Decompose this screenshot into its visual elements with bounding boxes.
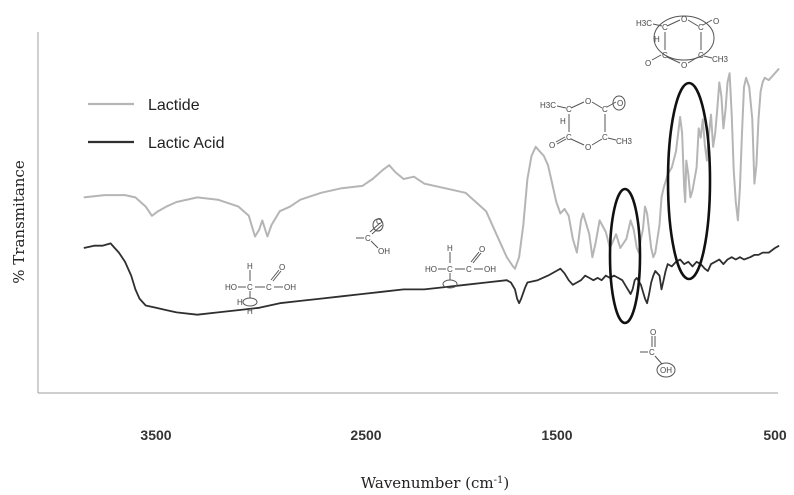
svg-text:CH3: CH3 bbox=[712, 55, 729, 64]
svg-text:H: H bbox=[560, 117, 566, 126]
svg-text:O: O bbox=[585, 97, 591, 106]
svg-text:H: H bbox=[447, 244, 453, 253]
svg-text:CH3: CH3 bbox=[616, 137, 633, 146]
series-layer bbox=[83, 67, 780, 316]
svg-text:C: C bbox=[602, 133, 608, 142]
svg-text:C: C bbox=[662, 23, 668, 32]
svg-text:C: C bbox=[266, 283, 272, 292]
x-tick-label: 1500 bbox=[541, 427, 572, 443]
annotation-ellipse bbox=[666, 81, 712, 281]
svg-text:OH: OH bbox=[284, 283, 296, 292]
carboxyl-group-structure: C O OH bbox=[356, 217, 390, 256]
svg-text:C: C bbox=[466, 265, 472, 274]
svg-text:OH: OH bbox=[660, 366, 672, 375]
svg-text:O: O bbox=[617, 99, 623, 108]
svg-text:C: C bbox=[566, 133, 572, 142]
svg-text:O: O bbox=[479, 245, 485, 254]
lactic-acid-structure: HO C H C O OH bbox=[425, 244, 496, 289]
series-line-lactide bbox=[83, 67, 780, 270]
legend-label-lactide: Lactide bbox=[148, 97, 200, 114]
legend-label-lactic-acid: Lactic Acid bbox=[148, 135, 224, 152]
svg-text:OH: OH bbox=[484, 265, 496, 274]
series-line-lactic-acid bbox=[83, 242, 780, 316]
svg-text:HO: HO bbox=[425, 265, 437, 274]
x-axis-title: Wavenumber (cm-1) bbox=[361, 474, 509, 492]
svg-text:C: C bbox=[602, 105, 608, 114]
svg-text:H3C: H3C bbox=[636, 19, 652, 28]
svg-text:H: H bbox=[247, 307, 253, 316]
svg-text:H: H bbox=[654, 35, 660, 44]
svg-text:O: O bbox=[585, 143, 591, 152]
svg-text:C: C bbox=[566, 105, 572, 114]
svg-text:C: C bbox=[247, 283, 253, 292]
svg-text:O: O bbox=[279, 263, 285, 272]
svg-text:C: C bbox=[698, 51, 704, 60]
x-tick-label: 3500 bbox=[140, 427, 171, 443]
svg-text:C: C bbox=[662, 51, 668, 60]
svg-text:O: O bbox=[650, 328, 656, 337]
svg-text:O: O bbox=[645, 59, 651, 68]
svg-text:H: H bbox=[247, 262, 253, 271]
svg-text:C: C bbox=[365, 234, 371, 243]
carboxyl-group-structure: C O OH bbox=[640, 328, 676, 378]
lactic-acid-structure: HO C H C O OH H H bbox=[225, 262, 296, 316]
svg-text:O: O bbox=[713, 17, 719, 26]
svg-text:C: C bbox=[447, 265, 453, 274]
svg-text:C: C bbox=[649, 348, 655, 357]
svg-text:O: O bbox=[549, 141, 555, 150]
svg-text:H3C: H3C bbox=[540, 101, 556, 110]
svg-text:HO: HO bbox=[225, 283, 237, 292]
legend: Lactide Lactic Acid bbox=[88, 97, 224, 152]
y-axis-title: % Transmitance bbox=[10, 160, 28, 284]
svg-text:O: O bbox=[681, 15, 687, 24]
svg-text:O: O bbox=[376, 217, 382, 226]
x-tick-label: 500 bbox=[763, 427, 787, 443]
svg-text:O: O bbox=[681, 61, 687, 70]
x-tick-label: 2500 bbox=[350, 427, 381, 443]
svg-text:H: H bbox=[237, 298, 243, 307]
svg-text:OH: OH bbox=[378, 247, 390, 256]
lactide-structure: H3C C O C O H C O O C CH3 bbox=[636, 15, 729, 70]
annotation-ellipse bbox=[608, 187, 642, 325]
lactide-structure: H3C C O C O H C O O C CH3 bbox=[540, 95, 633, 152]
svg-text:C: C bbox=[698, 23, 704, 32]
